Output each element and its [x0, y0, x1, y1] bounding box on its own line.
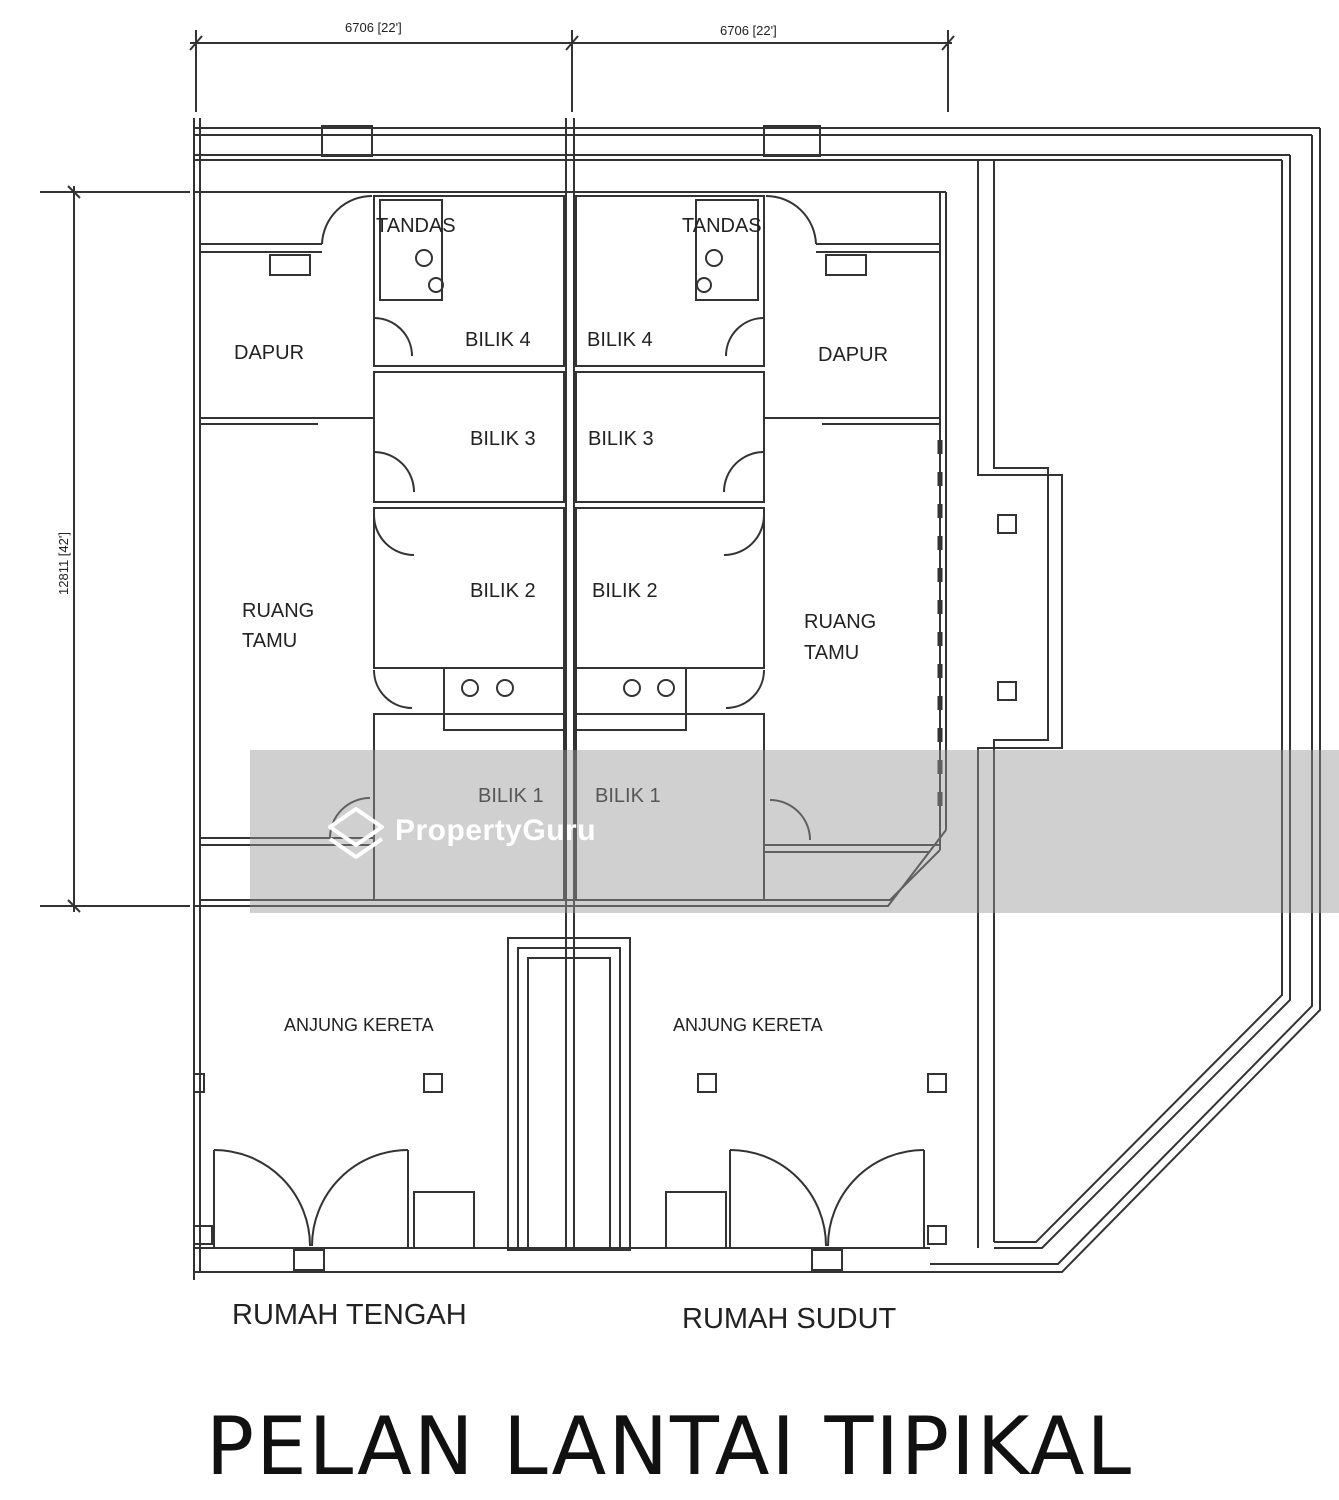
- right-bilik1-label: BILIK 1: [595, 785, 661, 807]
- right-dapur-label: DAPUR: [818, 344, 888, 366]
- left-bilik4-label: BILIK 4: [465, 329, 531, 351]
- left-house-walls: [200, 194, 565, 901]
- house-outer-walls: [193, 118, 947, 1280]
- left-dimension-line: [40, 185, 190, 913]
- left-tamu-label: TAMU: [242, 630, 297, 652]
- dimension-width-left: 6706 [22']: [345, 20, 402, 35]
- right-bilik3-label: BILIK 3: [588, 428, 654, 450]
- right-tandas-label: TANDAS: [682, 215, 762, 237]
- right-house-label: RUMAH SUDUT: [682, 1303, 897, 1335]
- left-dapur-label: DAPUR: [234, 342, 304, 364]
- dimension-depth: 12811 [42']: [56, 532, 71, 595]
- car-porch: [193, 514, 1017, 1273]
- floor-plan-drawing: 6706 [22'] 6706 [22'] 12811 [42'] TANDAS…: [40, 20, 1321, 1335]
- right-bilik2-label: BILIK 2: [592, 580, 658, 602]
- corner-lot-boundary: [930, 128, 1321, 1273]
- propertyguru-logo-icon: [328, 807, 384, 859]
- left-anjung-label: ANJUNG KERETA: [284, 1015, 434, 1035]
- dimension-width-right: 6706 [22']: [720, 23, 777, 38]
- right-ruang-label: RUANG: [804, 611, 876, 633]
- right-tamu-label: TAMU: [804, 642, 859, 664]
- plan-title: PELAN LANTAI TIPIKAL: [205, 1400, 1134, 1493]
- left-house-label: RUMAH TENGAH: [232, 1299, 467, 1331]
- left-bilik2-label: BILIK 2: [470, 580, 536, 602]
- left-tandas-label: TANDAS: [376, 215, 456, 237]
- watermark-text: PropertyGuru: [395, 814, 597, 847]
- rear-strip: [194, 125, 1320, 161]
- top-dimension-line: [189, 30, 955, 112]
- right-bilik4-label: BILIK 4: [587, 329, 653, 351]
- right-house-walls: [575, 194, 943, 901]
- left-ruang-label: RUANG: [242, 600, 314, 622]
- right-anjung-label: ANJUNG KERETA: [673, 1015, 823, 1035]
- watermark-band: [250, 750, 1339, 913]
- left-bilik3-label: BILIK 3: [470, 428, 536, 450]
- left-bilik1-label: BILIK 1: [478, 785, 544, 807]
